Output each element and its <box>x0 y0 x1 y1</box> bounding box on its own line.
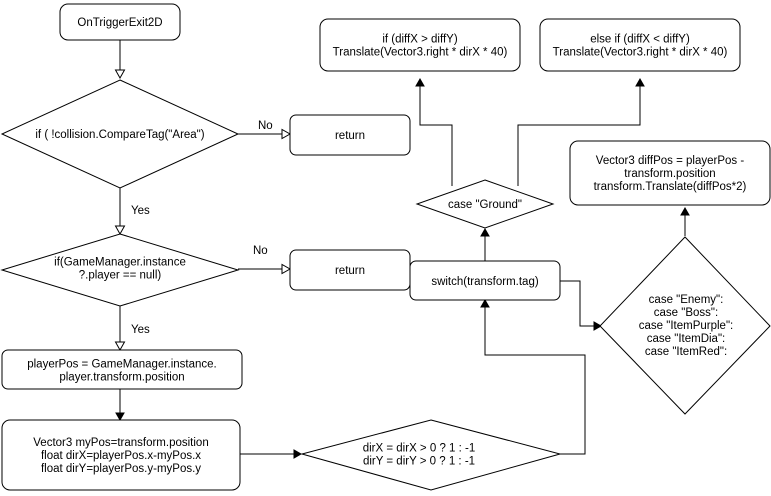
edge-label-player-yes: Yes <box>131 324 150 336</box>
node-text-line: dirX = dirX > 0 ? 1 : -1 <box>363 443 476 455</box>
node-text-line: transform.position <box>624 168 715 180</box>
node-text-line: case "Ground" <box>448 199 522 211</box>
arrowhead <box>593 321 603 331</box>
arrowhead <box>293 449 303 459</box>
node-text-line: case "ItemRed": <box>645 346 727 358</box>
node-text-line: case "ItemDia": <box>647 333 725 345</box>
arrowhead <box>114 225 126 236</box>
node-cond-player: if(GameManager.instance?.player == null) <box>0 233 240 307</box>
node-text-line: return <box>335 130 365 142</box>
node-text-line: switch(transform.tag) <box>431 276 539 288</box>
node-cond-area-text: if ( !collision.CompareTag("Area") <box>35 129 204 141</box>
node-text-line: dirY = dirY > 0 ? 1 : -1 <box>363 456 475 468</box>
node-text-line: playerPos = GameManager.instance. <box>27 359 217 371</box>
node-text-line: Vector3 diffPos = playerPos - <box>596 155 745 167</box>
node-text-line: Vector3 myPos=transform.position <box>33 437 208 449</box>
node-text-line: transform.Translate(diffPos*2) <box>594 181 747 193</box>
node-text-line: float dirX=playerPos.x-myPos.x <box>41 450 201 462</box>
arrowhead <box>415 77 425 87</box>
node-text-line: OnTriggerExit2D <box>77 17 162 29</box>
node-case-enemy: case "Enemy":case "Boss":case "ItemPurpl… <box>599 236 771 415</box>
node-player-pos-text: playerPos = GameManager.instance.player.… <box>27 359 217 384</box>
node-switch-tag-text: switch(transform.tag) <box>431 276 539 288</box>
edge-ground-to-translate-x <box>419 86 453 186</box>
arrowhead <box>281 263 292 275</box>
node-diff-pos: Vector3 diffPos = playerPos -transform.p… <box>569 140 771 206</box>
node-case-ground: case "Ground" <box>415 179 555 229</box>
node-return-2-text: return <box>335 265 365 277</box>
edge-switch-to-enemy <box>560 280 594 327</box>
edge-label-player-no: No <box>253 245 268 257</box>
node-text-line: ?.player == null) <box>79 270 162 282</box>
node-translate-y-text: else if (diffX < diffY)Translate(Vector3… <box>553 34 728 59</box>
node-case-ground-text: case "Ground" <box>448 199 522 211</box>
edge-label-area-no: No <box>258 120 273 132</box>
node-start-text: OnTriggerExit2D <box>77 17 162 29</box>
arrowhead <box>480 298 490 308</box>
node-text-line: player.transform.position <box>59 372 184 384</box>
node-player-pos: playerPos = GameManager.instance.player.… <box>1 349 243 390</box>
arrowhead <box>114 341 126 352</box>
node-return-1-text: return <box>335 130 365 142</box>
node-switch-tag: switch(transform.tag) <box>409 260 561 301</box>
node-text-line: case "Boss": <box>654 307 718 319</box>
edge-label-area-yes: Yes <box>131 205 150 217</box>
edge-dircalc-to-switch <box>484 307 586 455</box>
node-diff-pos-text: Vector3 diffPos = playerPos -transform.p… <box>594 155 747 193</box>
node-return-2: return <box>289 249 411 291</box>
node-text-line: float dirY=playerPos.y-myPos.y <box>41 463 201 475</box>
arrowhead <box>680 206 690 216</box>
node-translate-x: if (diffX > diffY)Translate(Vector3.righ… <box>319 18 521 72</box>
node-text-line: return <box>335 265 365 277</box>
node-translate-y: else if (diffX < diffY)Translate(Vector3… <box>539 18 741 72</box>
node-text-line: if ( !collision.CompareTag("Area") <box>35 129 204 141</box>
node-case-enemy-text: case "Enemy":case "Boss":case "ItemPurpl… <box>639 294 733 358</box>
arrowhead <box>115 412 125 422</box>
node-cond-area: if ( !collision.CompareTag("Area") <box>0 79 240 189</box>
node-text-line: case "Enemy": <box>649 294 724 306</box>
node-cond-player-text: if(GameManager.instance?.player == null) <box>54 257 186 282</box>
node-return-1: return <box>289 114 411 156</box>
node-text-line: Translate(Vector3.right * dirX * 40) <box>553 47 728 59</box>
arrowhead <box>635 77 645 87</box>
node-text-line: case "ItemPurple": <box>639 320 733 332</box>
node-text-line: if(GameManager.instance <box>54 257 186 269</box>
node-text-line: else if (diffX < diffY) <box>590 34 690 46</box>
arrowhead <box>480 227 490 237</box>
arrowhead <box>114 69 126 80</box>
node-text-line: if (diffX > diffY) <box>382 34 457 46</box>
node-text-line: Translate(Vector3.right * dirX * 40) <box>333 47 508 59</box>
node-start: OnTriggerExit2D <box>59 3 181 41</box>
arrowhead <box>281 128 292 140</box>
edge-ground-to-translate-y <box>517 86 641 186</box>
node-translate-x-text: if (diffX > diffY)Translate(Vector3.righ… <box>333 34 508 59</box>
